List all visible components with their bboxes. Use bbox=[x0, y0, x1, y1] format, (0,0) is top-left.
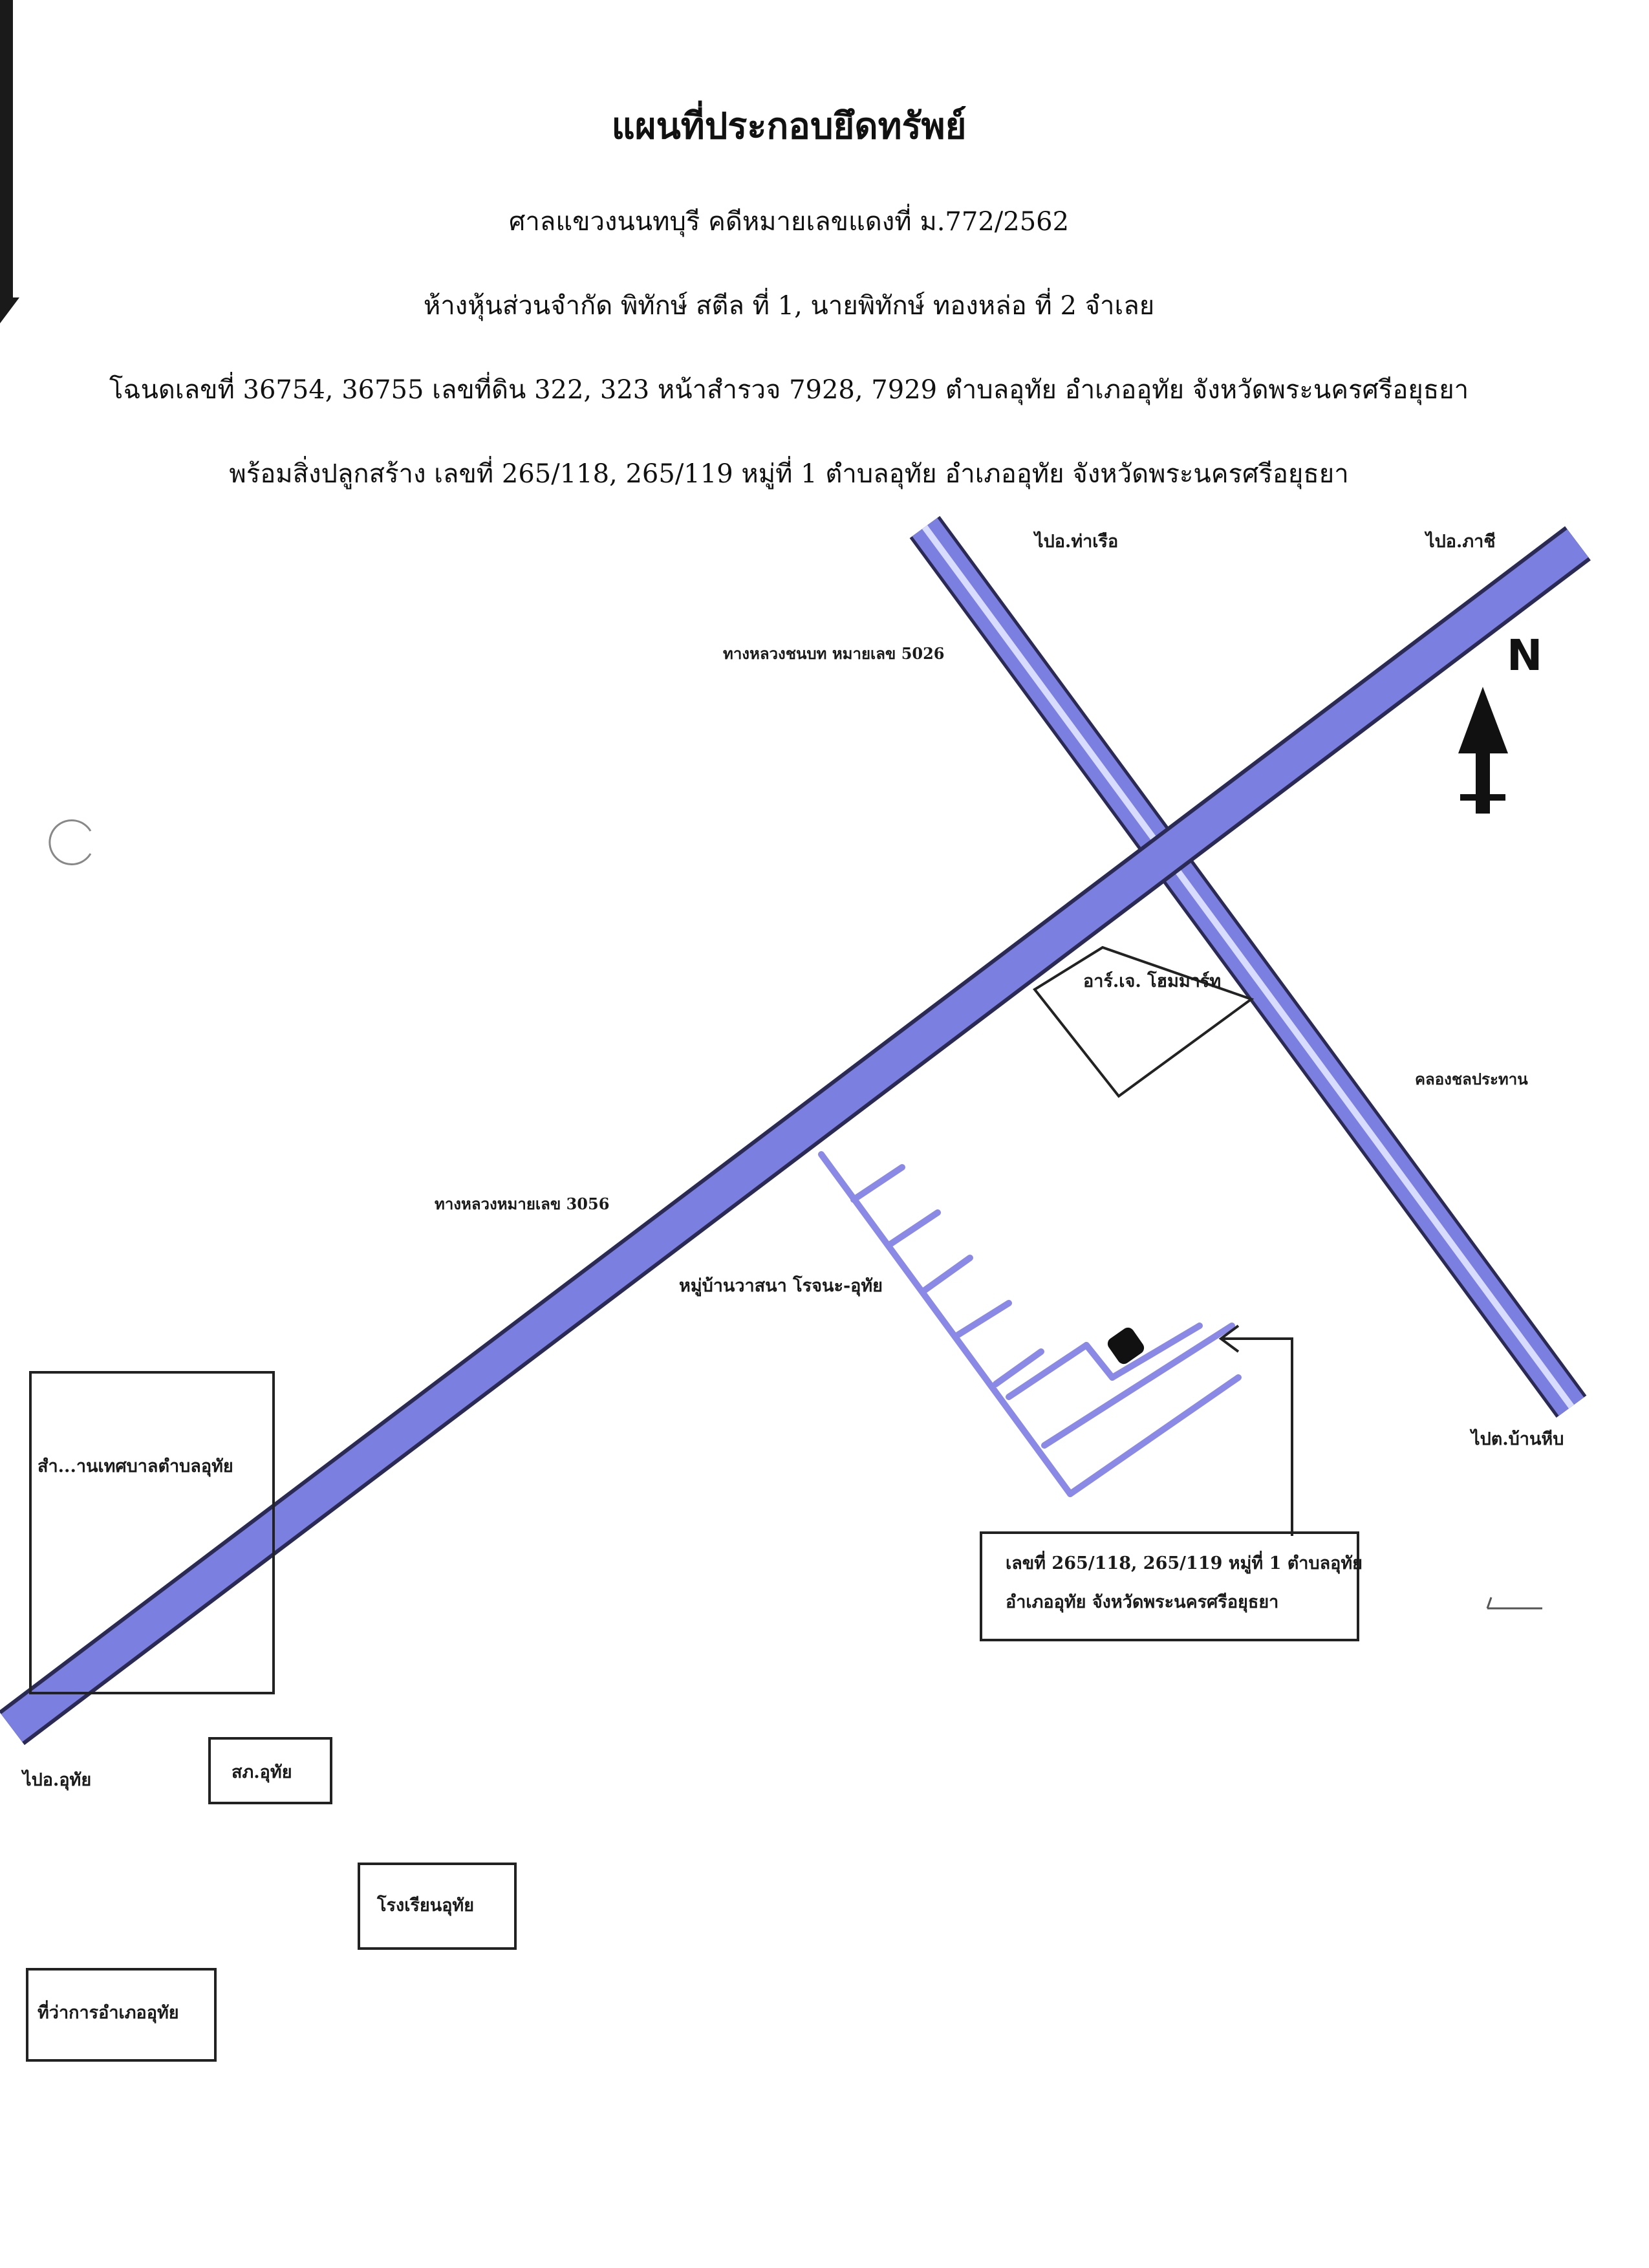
property-address-line2: อำเภออุทัย จังหวัดพระนครศรีอยุธยา bbox=[1006, 1592, 1279, 1612]
label-homemart: อาร์.เจ. โฮมมาร์ท bbox=[1083, 971, 1222, 991]
defendants-line: ห้างหุ้นส่วนจำกัด พิทักษ์ สตีล ที่ 1, นา… bbox=[423, 291, 1155, 321]
building-line: พร้อมสิ่งปลูกสร้าง เลขที่ 265/118, 265/1… bbox=[229, 459, 1349, 489]
property-box bbox=[980, 1531, 1359, 1641]
village-soi bbox=[818, 1151, 1242, 1497]
label-to-phachi: ไปอ.ภาชี bbox=[1426, 532, 1496, 552]
homemart-outline bbox=[1033, 945, 1255, 1098]
district-office-box bbox=[26, 1968, 217, 2062]
case-line: ศาลแขวงนนทบุรี คดีหมายเลขแดงที่ ม.772/25… bbox=[508, 207, 1070, 237]
label-rural-road-5026: ทางหลวงชนบท หมายเลข 5026 bbox=[723, 644, 945, 663]
pointer-arrow-icon bbox=[1218, 1324, 1293, 1536]
label-to-ban-hip: ไปต.บ้านหีบ bbox=[1471, 1429, 1564, 1449]
property-marker-icon bbox=[1107, 1327, 1145, 1365]
district-office-label: ที่ว่าการอำเภออุทัย bbox=[38, 2003, 179, 2023]
label-canal: คลองชลประทาน bbox=[1415, 1070, 1528, 1088]
label-to-uthai: ไปอ.อุทัย bbox=[23, 1770, 92, 1790]
deed-line: โฉนดเลขที่ 36754, 36755 เลขที่ดิน 322, 3… bbox=[109, 375, 1469, 405]
scan-edge-fold bbox=[0, 297, 19, 323]
school-box bbox=[358, 1863, 517, 1950]
north-arrow-icon bbox=[1458, 687, 1508, 814]
label-highway-3056: ทางหลวงหมายเลข 3056 bbox=[435, 1194, 610, 1213]
municipal-office-box bbox=[29, 1371, 275, 1694]
document-title: แผนที่ประกอบยึดทรัพย์ bbox=[611, 105, 967, 147]
label-to-tha-ruea: ไปอ.ท่าเรือ bbox=[1035, 532, 1119, 552]
canal bbox=[909, 515, 1587, 1418]
north-letter: N bbox=[1507, 631, 1543, 680]
police-station-label: สภ.อุทัย bbox=[232, 1762, 292, 1782]
scan-edge bbox=[0, 0, 13, 304]
scan-artifact bbox=[1486, 1597, 1493, 1609]
property-address-line1: เลขที่ 265/118, 265/119 หมู่ที่ 1 ตำบลอุ… bbox=[1006, 1553, 1363, 1573]
municipal-office-label: สำ...านเทศบาลตำบลอุทัย bbox=[38, 1456, 233, 1476]
label-village: หมู่บ้านวาสนา โรจนะ-อุทัย bbox=[679, 1276, 883, 1296]
school-label: โรงเรียนอุทัย bbox=[377, 1895, 475, 1916]
scan-artifact bbox=[48, 819, 92, 865]
police-station-box bbox=[208, 1737, 332, 1804]
